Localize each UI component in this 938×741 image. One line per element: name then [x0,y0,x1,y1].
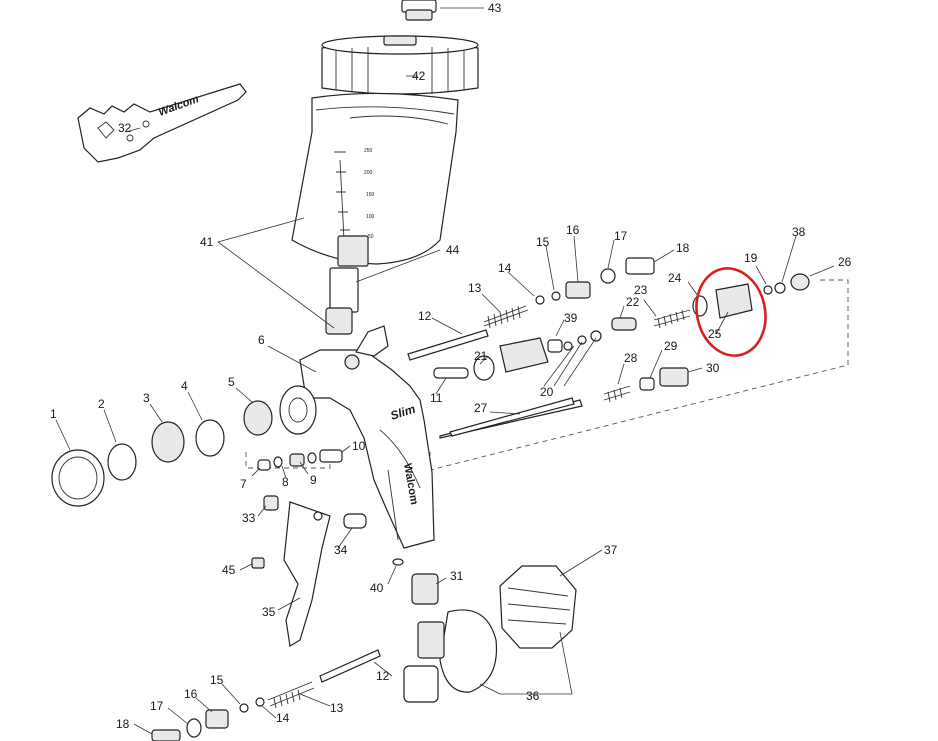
trigger-group [251,495,404,647]
callout-20: 20 [540,385,554,399]
callout-39: 39 [564,311,578,325]
callout-12-upper: 12 [418,309,432,323]
callout-43: 43 [488,1,502,15]
callout-28: 28 [624,351,638,365]
leader-lines [55,7,835,735]
callout-13-upper: 13 [468,281,482,295]
callout-29: 29 [664,339,678,353]
callout-15-upper: 15 [536,235,550,249]
callout-14-upper: 14 [498,261,512,275]
callout-21: 21 [474,349,488,363]
cup-scale-200: 200 [364,170,373,176]
callout-45: 45 [222,563,236,577]
callout-44: 44 [446,243,460,257]
callout-10: 10 [352,439,366,453]
part-42-cup-lid [321,35,479,95]
callout-9: 9 [310,473,317,487]
highlight-circle-part-25 [695,267,767,357]
callout-42: 42 [412,69,426,83]
gun-body [299,325,435,549]
callout-38: 38 [792,225,806,239]
callout-16-upper: 16 [566,223,580,237]
part-27-long-needle [449,397,575,437]
callout-18-upper: 18 [676,241,690,255]
callout-34: 34 [334,543,348,557]
callout-37: 37 [604,543,618,557]
callout-41: 41 [200,235,214,249]
callout-17-upper: 17 [614,229,628,243]
part-43-top-nut [401,0,437,21]
callout-2: 2 [98,397,105,411]
callout-25: 25 [708,327,722,341]
callout-36: 36 [526,689,540,703]
small-parts-7-10 [257,449,343,471]
callout-1: 1 [50,407,57,421]
callout-30: 30 [706,361,720,375]
lower-parts-row [151,649,381,741]
cup-scale-100: 100 [366,214,375,220]
callout-18-lower: 18 [116,717,130,731]
callout-31: 31 [450,569,464,583]
regulator-group [403,565,577,703]
callout-12-lower: 12 [376,669,390,683]
callout-5: 5 [228,375,235,389]
callout-19: 19 [744,251,758,265]
callout-3: 3 [143,391,150,405]
callout-14-lower: 14 [276,711,290,725]
callout-33: 33 [242,511,256,525]
part-32-wrench-tool [77,83,247,163]
callout-11: 11 [430,391,443,405]
callout-7: 7 [240,477,247,491]
callout-8: 8 [282,475,289,489]
callout-4: 4 [181,379,188,393]
callout-labels: 1 2 3 4 5 6 7 8 9 10 11 12 12 13 13 14 1… [50,1,852,731]
callout-22: 22 [626,295,640,309]
callout-13-lower: 13 [330,701,344,715]
front-air-cap-group [51,385,317,507]
cup-scale-250: 250 [364,148,373,154]
callout-23: 23 [634,283,648,297]
callout-6: 6 [258,333,265,347]
cup-scale-150: 150 [366,192,375,198]
cup-scale-50: 50 [368,234,374,240]
callout-27: 27 [474,401,488,415]
air-valve-parts [473,330,689,403]
callout-26: 26 [838,255,852,269]
callout-24: 24 [668,271,682,285]
part-41-paint-cup [291,92,459,335]
callout-17-lower: 17 [150,699,164,713]
callout-35: 35 [262,605,276,619]
callout-32: 32 [118,121,132,135]
callout-16-lower: 16 [184,687,198,701]
callout-15-lower: 15 [210,673,224,687]
callout-40: 40 [370,581,384,595]
valve-parts-upper [483,257,810,331]
